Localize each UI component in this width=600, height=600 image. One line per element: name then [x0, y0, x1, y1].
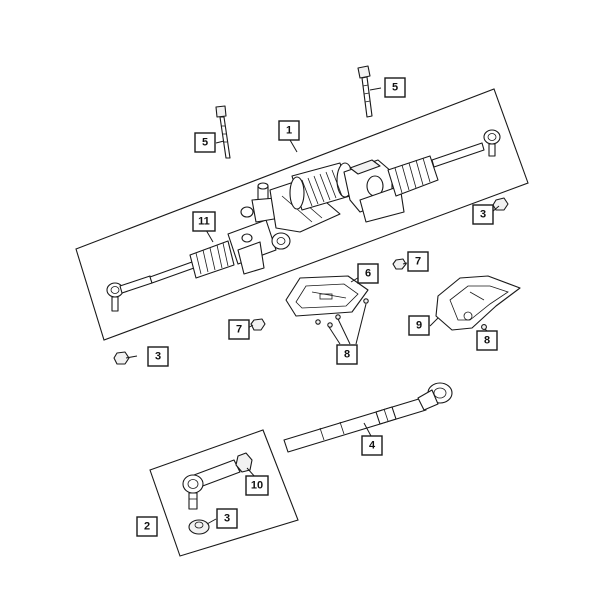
callout-label: 7: [236, 324, 242, 336]
tie-rod-end-kit-frame: [149, 429, 299, 557]
callout-3-left: 3: [147, 346, 169, 367]
callout-label: 1: [286, 125, 292, 137]
jam-nut: [235, 452, 253, 473]
callout-8-center: 8: [336, 344, 358, 365]
callout-label: 2: [144, 521, 150, 533]
fasteners-small: [315, 298, 369, 328]
bracket: [435, 275, 521, 331]
inner-tie-rod: [283, 382, 453, 453]
nut-right-tie-rod: [492, 197, 509, 211]
steering-gear-assembly-frame: [75, 88, 529, 341]
callout-1: 1: [278, 120, 300, 141]
callout-5-right: 5: [384, 77, 406, 98]
callout-label: 8: [344, 349, 350, 361]
callout-5-left: 5: [194, 132, 216, 153]
nut-left-tie-rod: [113, 351, 130, 365]
right-boot: [387, 155, 439, 197]
callout-label: 3: [480, 209, 486, 221]
tie-rod-end: [182, 459, 241, 510]
callout-label: 3: [155, 351, 161, 363]
callout-7-upper: 7: [407, 251, 429, 272]
callout-11: 11: [192, 211, 216, 232]
callout-label: 8: [484, 335, 490, 347]
callout-8-right: 8: [476, 330, 498, 351]
bolt-long-right: [357, 65, 373, 118]
fastener-bracket: [481, 324, 487, 330]
heat-shield: [285, 275, 369, 317]
left-tie-rod-end: [106, 275, 153, 312]
callout-2: 2: [136, 516, 158, 537]
steering-gear-rack: [106, 129, 501, 312]
nut-kit: [188, 519, 210, 535]
callout-9: 9: [408, 315, 430, 336]
callout-label: 5: [392, 82, 398, 94]
callout-label: 3: [224, 513, 230, 525]
callout-label: 11: [198, 216, 210, 228]
callout-label: 4: [369, 440, 376, 452]
electric-assist-motor: [289, 162, 354, 211]
callout-label: 9: [416, 320, 422, 332]
bolt-long-left: [215, 105, 231, 159]
nut-lower: [250, 318, 266, 331]
left-boot: [189, 240, 235, 279]
right-tie-rod-end: [483, 129, 501, 157]
callout-label: 10: [251, 480, 263, 492]
callout-7-lower: 7: [228, 319, 250, 340]
callout-label: 7: [415, 256, 421, 268]
callout-10: 10: [245, 475, 269, 496]
callout-label: 6: [365, 268, 371, 280]
callout-3-upper-right: 3: [472, 204, 494, 225]
callout-label: 5: [202, 137, 208, 149]
callout-4: 4: [361, 435, 383, 456]
callout-3-kit: 3: [216, 508, 238, 529]
nut-upper: [392, 258, 407, 270]
callout-6: 6: [357, 263, 379, 284]
